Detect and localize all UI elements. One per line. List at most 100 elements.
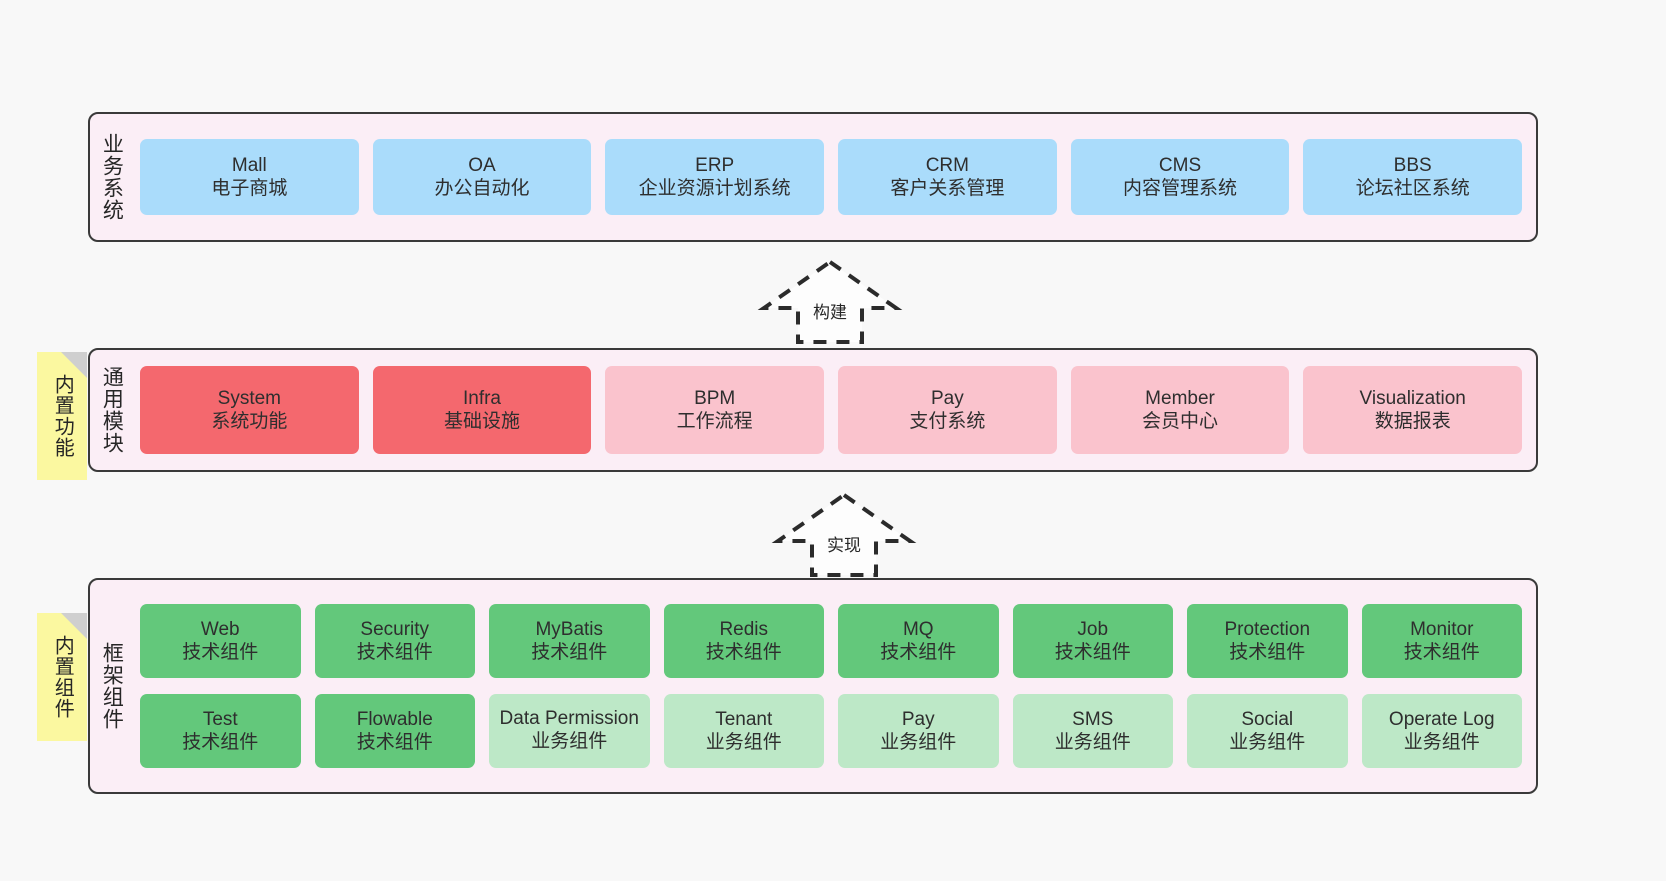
layer-title-common-modules: 通用模块 [100,366,124,454]
arrow-build: 构建 [757,258,903,346]
card-web[interactable]: Web 技术组件 [140,604,301,678]
card-test-cn: 技术组件 [182,732,259,753]
card-web-cn: 技术组件 [182,642,259,663]
card-infra[interactable]: Infra 基础设施 [372,366,592,454]
layer-common-modules: 通用模块 System 系统功能 Infra 基础设施 BPM 工作流程 Pay… [88,348,1538,472]
card-monitor-en: Monitor [1410,618,1474,640]
card-social-cn: 业务组件 [1229,732,1306,753]
card-operate-log[interactable]: Operate Log 业务组件 [1361,694,1522,768]
note-fold-corner-icon [61,613,87,639]
card-web-en: Web [200,618,240,640]
layer-title-business-systems: 业务系统 [100,133,124,221]
card-erp[interactable]: ERP 企业资源计划系统 [605,139,825,215]
card-crm[interactable]: CRM 客户关系管理 [838,139,1057,215]
arrow-implement-label: 实现 [827,536,861,555]
layer-body-framework-components: Web 技术组件 Security 技术组件 MyBatis 技术组件 Redi… [132,580,1536,792]
card-data-permission-cn: 业务组件 [531,731,608,753]
card-mq-en: MQ [902,618,934,640]
card-test[interactable]: Test 技术组件 [140,694,301,768]
card-cms-en: CMS [1158,154,1202,176]
card-social[interactable]: Social 业务组件 [1187,694,1348,768]
card-monitor-cn: 技术组件 [1403,642,1480,663]
card-tenant-cn: 业务组件 [705,732,782,753]
card-member-cn: 会员中心 [1142,411,1219,432]
card-data-permission-en: Data Permission [499,708,639,730]
card-sms[interactable]: SMS 业务组件 [1012,694,1173,768]
card-test-en: Test [202,708,238,730]
card-system-en: System [217,387,282,409]
card-mybatis-cn: 技术组件 [531,642,608,663]
card-security-cn: 技术组件 [356,642,433,663]
card-data-permission[interactable]: Data Permission 业务组件 [489,694,650,768]
card-pay-module[interactable]: Pay 支付系统 [838,366,1057,454]
card-visualization[interactable]: Visualization 数据报表 [1303,366,1523,454]
card-security[interactable]: Security 技术组件 [314,604,475,678]
card-sms-cn: 业务组件 [1054,732,1131,753]
card-bbs[interactable]: BBS 论坛社区系统 [1303,139,1523,215]
card-redis[interactable]: Redis 技术组件 [663,604,824,678]
card-mybatis[interactable]: MyBatis 技术组件 [489,604,650,678]
arrow-build-label: 构建 [813,303,847,322]
framework-row-business: Test 技术组件 Flowable 技术组件 Data Permission … [140,694,1522,768]
card-tenant[interactable]: Tenant 业务组件 [663,694,824,768]
card-mq[interactable]: MQ 技术组件 [838,604,999,678]
note-builtin-features-label: 内置功能 [51,374,74,458]
arrow-implement: 实现 [771,491,917,579]
card-mall-cn: 电子商城 [211,178,288,199]
layer-title-framework-components: 框架组件 [100,642,124,730]
card-member[interactable]: Member 会员中心 [1070,366,1290,454]
card-pay-module-cn: 支付系统 [909,411,986,432]
card-oa[interactable]: OA 办公自动化 [372,139,592,215]
card-mall[interactable]: Mall 电子商城 [140,139,359,215]
card-cms-cn: 内容管理系统 [1123,178,1238,199]
layer-body-common-modules: System 系统功能 Infra 基础设施 BPM 工作流程 Pay 支付系统… [132,350,1536,470]
card-flowable[interactable]: Flowable 技术组件 [314,694,475,768]
card-crm-en: CRM [925,154,969,176]
card-oa-en: OA [468,154,496,176]
card-operate-log-cn: 业务组件 [1403,732,1480,753]
card-protection-cn: 技术组件 [1229,642,1306,663]
card-cms[interactable]: CMS 内容管理系统 [1070,139,1290,215]
card-sms-en: SMS [1072,708,1114,730]
card-monitor[interactable]: Monitor 技术组件 [1361,604,1522,678]
card-erp-en: ERP [695,154,735,176]
card-bbs-cn: 论坛社区系统 [1355,178,1470,199]
card-redis-en: Redis [719,618,769,640]
card-security-en: Security [360,618,430,640]
card-bpm-en: BPM [694,387,736,409]
card-pay-component-en: Pay [901,708,935,730]
card-bpm[interactable]: BPM 工作流程 [605,366,825,454]
card-tenant-en: Tenant [715,708,773,730]
card-flowable-cn: 技术组件 [356,732,433,753]
card-mall-en: Mall [231,154,267,176]
card-oa-cn: 办公自动化 [434,178,530,199]
card-infra-en: Infra [462,387,502,409]
card-infra-cn: 基础设施 [444,411,521,432]
note-builtin-components-label: 内置组件 [51,635,74,719]
layer-framework-components: 框架组件 Web 技术组件 Security 技术组件 MyBatis 技术组件… [88,578,1538,794]
card-visualization-cn: 数据报表 [1374,411,1451,432]
card-flowable-en: Flowable [356,708,433,730]
framework-row-technical: Web 技术组件 Security 技术组件 MyBatis 技术组件 Redi… [140,604,1522,678]
card-member-en: Member [1145,387,1215,409]
card-erp-cn: 企业资源计划系统 [638,178,791,199]
card-pay-component[interactable]: Pay 业务组件 [838,694,999,768]
card-system[interactable]: System 系统功能 [140,366,359,454]
card-protection[interactable]: Protection 技术组件 [1187,604,1348,678]
card-crm-cn: 客户关系管理 [890,178,1005,199]
card-job-cn: 技术组件 [1054,642,1131,663]
note-builtin-features: 内置功能 [37,352,87,480]
card-pay-component-cn: 业务组件 [880,732,957,753]
layer-business-systems: 业务系统 Mall 电子商城 OA 办公自动化 ERP 企业资源计划系统 CRM… [88,112,1538,242]
card-bpm-cn: 工作流程 [676,411,753,432]
card-mybatis-en: MyBatis [535,618,604,640]
card-job-en: Job [1077,618,1109,640]
card-operate-log-en: Operate Log [1388,708,1495,730]
card-redis-cn: 技术组件 [705,642,782,663]
card-social-en: Social [1241,708,1294,730]
layer-body-business-systems: Mall 电子商城 OA 办公自动化 ERP 企业资源计划系统 CRM 客户关系… [132,114,1536,240]
card-job[interactable]: Job 技术组件 [1012,604,1173,678]
note-builtin-components: 内置组件 [37,613,87,741]
card-visualization-en: Visualization [1359,387,1466,409]
